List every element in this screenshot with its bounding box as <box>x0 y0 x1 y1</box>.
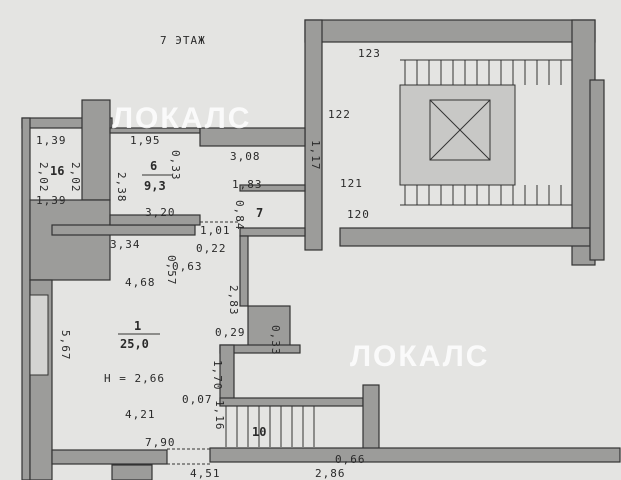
dimension-label: 3,20 <box>145 206 176 219</box>
stair-label-121: 121 <box>340 177 363 190</box>
dimension-label: 2,02 <box>37 162 50 193</box>
dimension-label: 5,67 <box>59 330 72 361</box>
dimension-label: 2,86 <box>315 467 346 480</box>
watermark-bottom: ЛОКАЛС <box>350 340 489 373</box>
watermark-top: ЛОКАЛС <box>112 102 251 135</box>
window <box>29 294 49 376</box>
stair-label-122: 122 <box>328 108 351 121</box>
stair-label-123: 123 <box>358 47 381 60</box>
dimension-label: 0,07 <box>182 393 213 406</box>
stair-label-120: 120 <box>347 208 370 221</box>
elevator-shaft <box>399 84 516 186</box>
dimension-label: 1,16 <box>213 400 226 431</box>
room-1-area: 25,0 <box>120 337 149 351</box>
dimension-label: 4,51 <box>190 467 221 480</box>
room-6-area: 9,3 <box>144 179 166 193</box>
dimension-label: 1,01 <box>200 224 231 237</box>
dimension-label: 1,39 <box>36 134 67 147</box>
dimension-label: 0,33 <box>169 150 182 181</box>
dimension-label: 3,34 <box>110 238 141 251</box>
dimension-label: 4,68 <box>125 276 156 289</box>
dimension-label: 1,70 <box>211 360 224 391</box>
room-7-number: 7 <box>256 206 263 220</box>
room-1-number: 1 <box>134 319 141 333</box>
dimension-label: 2,02 <box>69 162 82 193</box>
dimension-label: 2,83 <box>227 285 240 316</box>
stairwell <box>304 19 605 266</box>
room-16-number: 16 <box>50 164 64 178</box>
dimension-label: 3,08 <box>230 150 261 163</box>
dimension-label: 7,90 <box>145 436 176 449</box>
dimension-label: 1,95 <box>130 134 161 147</box>
dimension-label: 1,83 <box>232 178 263 191</box>
dimension-label: 2,38 <box>115 172 128 203</box>
dimension-label: 0,22 <box>196 242 227 255</box>
dimension-label: 0,29 <box>215 326 246 339</box>
ceiling-height: H = 2,66 <box>104 372 165 385</box>
room-10-number: 10 <box>252 425 266 439</box>
floor-label: 7 ЭТАЖ <box>160 34 206 47</box>
dimension-label: 0,57 <box>165 255 178 286</box>
dimension-label: 0,63 <box>172 260 203 273</box>
dimension-label: 0,66 <box>335 453 366 466</box>
dimension-label: 1,39 <box>36 194 67 207</box>
dimension-label: 1,17 <box>309 140 322 171</box>
dimension-label: 4,21 <box>125 408 156 421</box>
apartment-walls <box>21 99 621 480</box>
dimension-label: 0,84 <box>233 200 246 231</box>
room-6-number: 6 <box>150 159 157 173</box>
dimension-label: 0,33 <box>269 325 282 356</box>
